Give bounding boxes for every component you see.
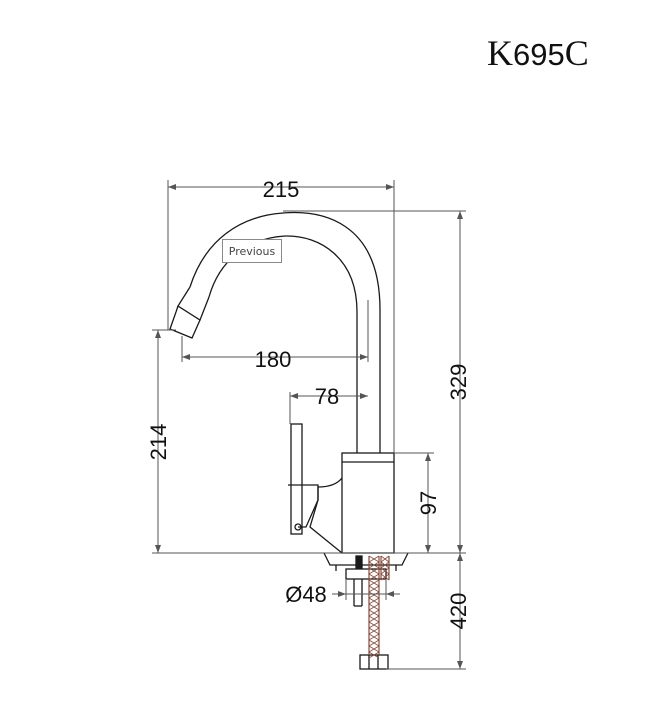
model-number: 695 bbox=[513, 37, 565, 72]
dim-label-97: 97 bbox=[416, 491, 441, 515]
dim-label-214: 214 bbox=[146, 424, 171, 461]
model-prefix: K bbox=[487, 33, 513, 73]
dim-label-78: 78 bbox=[315, 384, 339, 409]
previous-tooltip[interactable]: Previous bbox=[222, 239, 282, 263]
dim-label-420: 420 bbox=[446, 593, 471, 630]
faucet-outline bbox=[169, 211, 409, 670]
faucet-body bbox=[341, 452, 395, 554]
mounting-nut bbox=[345, 568, 387, 580]
dim-label-329: 329 bbox=[446, 364, 471, 401]
spout-inner bbox=[208, 235, 358, 453]
hose-fitting bbox=[359, 654, 389, 670]
dim-label-diameter-48: Ø48 bbox=[285, 582, 327, 607]
base-plate bbox=[323, 552, 409, 566]
dim-label-215: 215 bbox=[263, 177, 300, 202]
dim-label-180: 180 bbox=[255, 347, 292, 372]
lever-handle bbox=[290, 423, 303, 535]
braided-hose bbox=[368, 555, 390, 659]
aerator bbox=[177, 286, 210, 321]
model-suffix: C bbox=[564, 33, 589, 73]
model-title: K695C bbox=[487, 32, 589, 74]
dimension-arrows bbox=[155, 184, 463, 669]
dimension-lines bbox=[152, 180, 466, 670]
spout-outer bbox=[189, 211, 381, 453]
